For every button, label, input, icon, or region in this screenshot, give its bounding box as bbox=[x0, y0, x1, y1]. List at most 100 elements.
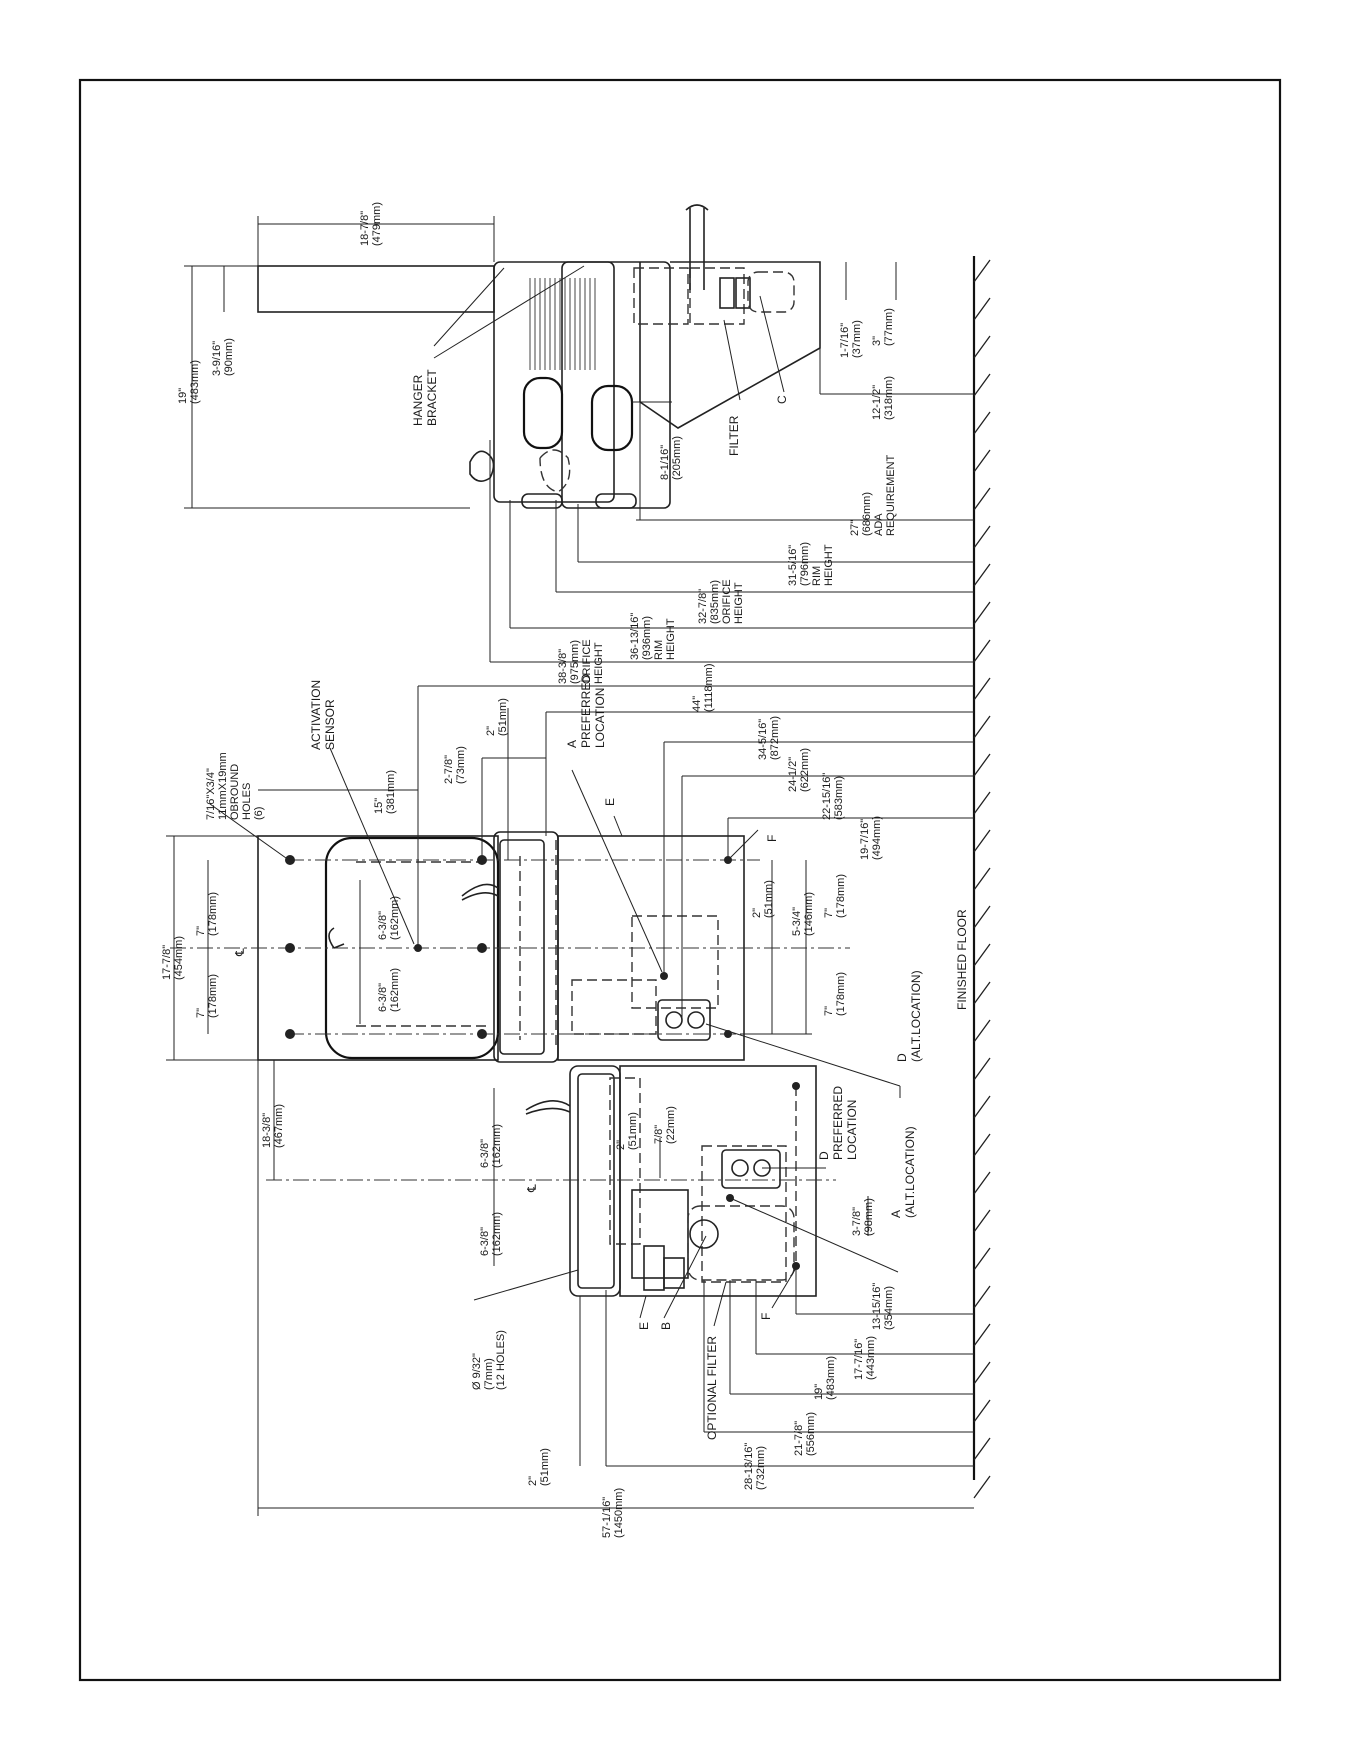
d-2-dim: 2"(51mm) bbox=[485, 698, 509, 736]
floor-hatch bbox=[973, 867, 991, 891]
plan-p378-dim: 3-7/8"(98mm) bbox=[851, 1198, 875, 1236]
floor-hatch bbox=[973, 1399, 991, 1423]
floor-hatch bbox=[973, 335, 991, 359]
h-197-dim: 19-7/16"(494mm) bbox=[859, 816, 883, 860]
filter-label: FILTER bbox=[727, 415, 741, 456]
h-2178-dim: 21-7/8"(556mm) bbox=[793, 1412, 817, 1456]
floor-hatch bbox=[973, 1475, 991, 1499]
h-1315-dim: 13-15/16"(354mm) bbox=[871, 1283, 895, 1330]
bubbler-a-dim: 6-3/8"(162mm) bbox=[377, 896, 401, 940]
front-half-right-dim: 7"(178mm) bbox=[195, 974, 219, 1018]
c-height-dim: 12-1/2"(318mm) bbox=[871, 376, 895, 420]
h-44-dim: 44"(1118mm) bbox=[691, 664, 715, 713]
sheet-border bbox=[78, 78, 1282, 1682]
floor-hatch bbox=[973, 715, 991, 739]
c-small-dim: 1-7/16"(37mm) bbox=[839, 320, 863, 358]
floor-hatch bbox=[973, 829, 991, 853]
floor-hatch bbox=[973, 449, 991, 473]
a-preferred-label: APREFERREDLOCATION bbox=[565, 674, 607, 748]
floor-hatch bbox=[973, 639, 991, 663]
c-label: C bbox=[775, 395, 789, 404]
floor-hatch bbox=[973, 563, 991, 587]
finished-floor-label: FINISHED FLOOR bbox=[955, 909, 969, 1010]
side-height-dim: 19"(483mm) bbox=[177, 360, 201, 404]
floor-hatch bbox=[973, 1209, 991, 1233]
plan-view: 6-3/8"(162mm) 6-3/8"(162mm) ℄ 18-3/8"(46… bbox=[257, 1060, 974, 1538]
floor-hatch bbox=[973, 1285, 991, 1309]
floor-hatch bbox=[973, 1437, 991, 1461]
plan-p638b-dim: 6-3/8"(162mm) bbox=[479, 1212, 503, 1256]
d-alt-label: D(ALT.LOCATION) bbox=[895, 970, 923, 1062]
floor-hatch bbox=[973, 677, 991, 701]
plan-b-label: B bbox=[659, 1322, 673, 1330]
floor-hatch bbox=[973, 791, 991, 815]
orifice-low-dim: 32-7/8"(835mm)ORIFICEHEIGHT bbox=[697, 579, 745, 624]
floor-hatch bbox=[973, 1247, 991, 1271]
floor-hatch bbox=[973, 297, 991, 321]
front-view: 17-7/8"(454mm) 7"(178mm) 7"(178mm) ℄ 7/1… bbox=[161, 664, 974, 1098]
side-depth-dim: 18-7/8"(479mm) bbox=[359, 202, 383, 246]
plan-w2-dim: 2"(51mm) bbox=[527, 1448, 551, 1486]
sensor-height-dim: 15"(381mm) bbox=[373, 770, 397, 814]
floor-hatch bbox=[973, 1019, 991, 1043]
front-half-left-dim: 7"(178mm) bbox=[195, 892, 219, 936]
floor-hatch bbox=[973, 943, 991, 967]
floor-hatch bbox=[973, 259, 991, 283]
floor-hatch bbox=[973, 1171, 991, 1195]
front-f-label: F bbox=[765, 835, 779, 842]
floor-hatch bbox=[973, 1133, 991, 1157]
d-preferred-label: DPREFERREDLOCATION bbox=[817, 1086, 859, 1160]
floor-hatch bbox=[973, 1361, 991, 1385]
a-alt-label: A(ALT.LOCATION) bbox=[889, 1126, 917, 1218]
plan-centerline-mark: ℄ bbox=[525, 1184, 539, 1193]
front-centerline-mark: ℄ bbox=[233, 948, 247, 957]
orifice-high-dim: 38-3/8"(975mm)ORIFICEHEIGHT bbox=[557, 639, 605, 684]
c-mid-dim: 3"(77mm) bbox=[871, 308, 895, 346]
front-e-label: E bbox=[603, 798, 617, 806]
side-view: HANGERBRACKET FILTER C 18-7/8"(479mm) 19… bbox=[177, 202, 974, 684]
h-2813-dim: 28-13/16"(732mm) bbox=[743, 1443, 767, 1490]
h-245-dim: 24-1/2"(622mm) bbox=[787, 748, 811, 792]
obround-holes-label: 7/16"X3/4"11mmX19mmOBROUNDHOLES(6) bbox=[205, 752, 265, 820]
floor-hatch bbox=[973, 411, 991, 435]
plan-p2-dim: 2"(51mm) bbox=[615, 1112, 639, 1150]
ada-dim: 27"(686mm)ADAREQUIREMENT bbox=[849, 454, 897, 536]
d-273-dim: 2-7/8"(73mm) bbox=[443, 746, 467, 784]
floor-hatch bbox=[973, 1323, 991, 1347]
bubbler-b-dim: 6-3/8"(162mm) bbox=[377, 968, 401, 1012]
floor-hatch bbox=[973, 525, 991, 549]
floor-hatch bbox=[973, 981, 991, 1005]
floor-hatch bbox=[973, 487, 991, 511]
bowl-depth-dim: 8-1/16"(205mm) bbox=[659, 436, 683, 480]
h-5716-dim: 57-1/16"(1450mm) bbox=[601, 1488, 625, 1538]
plan-p78-dim: 7/8"(22mm) bbox=[653, 1106, 677, 1144]
rim-low-dim: 31-5/16"(796mm)RIMHEIGHT bbox=[787, 542, 835, 586]
plan-f-label: F bbox=[759, 1313, 773, 1320]
holes12-label: Ø 9/32"(7mm)(12 HOLES) bbox=[471, 1330, 507, 1390]
floor-hatch bbox=[973, 1057, 991, 1081]
floor-hatch bbox=[973, 1095, 991, 1119]
w-7b-dim: 7"(178mm) bbox=[823, 972, 847, 1016]
left-offset-dim: 18-3/8"(467mm) bbox=[261, 1104, 285, 1148]
floor-hatch bbox=[973, 753, 991, 777]
hanger-bracket-label: HANGERBRACKET bbox=[411, 369, 439, 426]
plan-p638a-dim: 6-3/8"(162mm) bbox=[479, 1124, 503, 1168]
h-345-dim: 34-5/16"(872mm) bbox=[757, 716, 781, 760]
optional-filter-label: OPTIONAL FILTER bbox=[705, 1336, 719, 1440]
floor-hatch bbox=[973, 373, 991, 397]
floor-hatch bbox=[973, 905, 991, 929]
bracket-offset-dim: 3-9/16"(90mm) bbox=[211, 338, 235, 376]
h-229-dim: 22-15/16"(583mm) bbox=[821, 773, 845, 820]
rim-high-dim: 36-13/16"(936mm)RIMHEIGHT bbox=[629, 613, 677, 660]
floor-hatch bbox=[973, 601, 991, 625]
activation-sensor-label: ACTIVATIONSENSOR bbox=[309, 680, 337, 750]
w-534-dim: 5-3/4"(146mm) bbox=[791, 892, 815, 936]
w-7a-dim: 7"(178mm) bbox=[823, 874, 847, 918]
finished-floor: FINISHED FLOOR bbox=[955, 256, 991, 1499]
h-19-dim: 19"(483mm) bbox=[813, 1356, 837, 1400]
w-2-dim: 2"(51mm) bbox=[751, 880, 775, 918]
h-1774-dim: 17-7/16"(443mm) bbox=[853, 1336, 877, 1380]
front-width-dim: 17-7/8"(454mm) bbox=[161, 936, 185, 980]
plan-e-label: E bbox=[637, 1322, 651, 1330]
